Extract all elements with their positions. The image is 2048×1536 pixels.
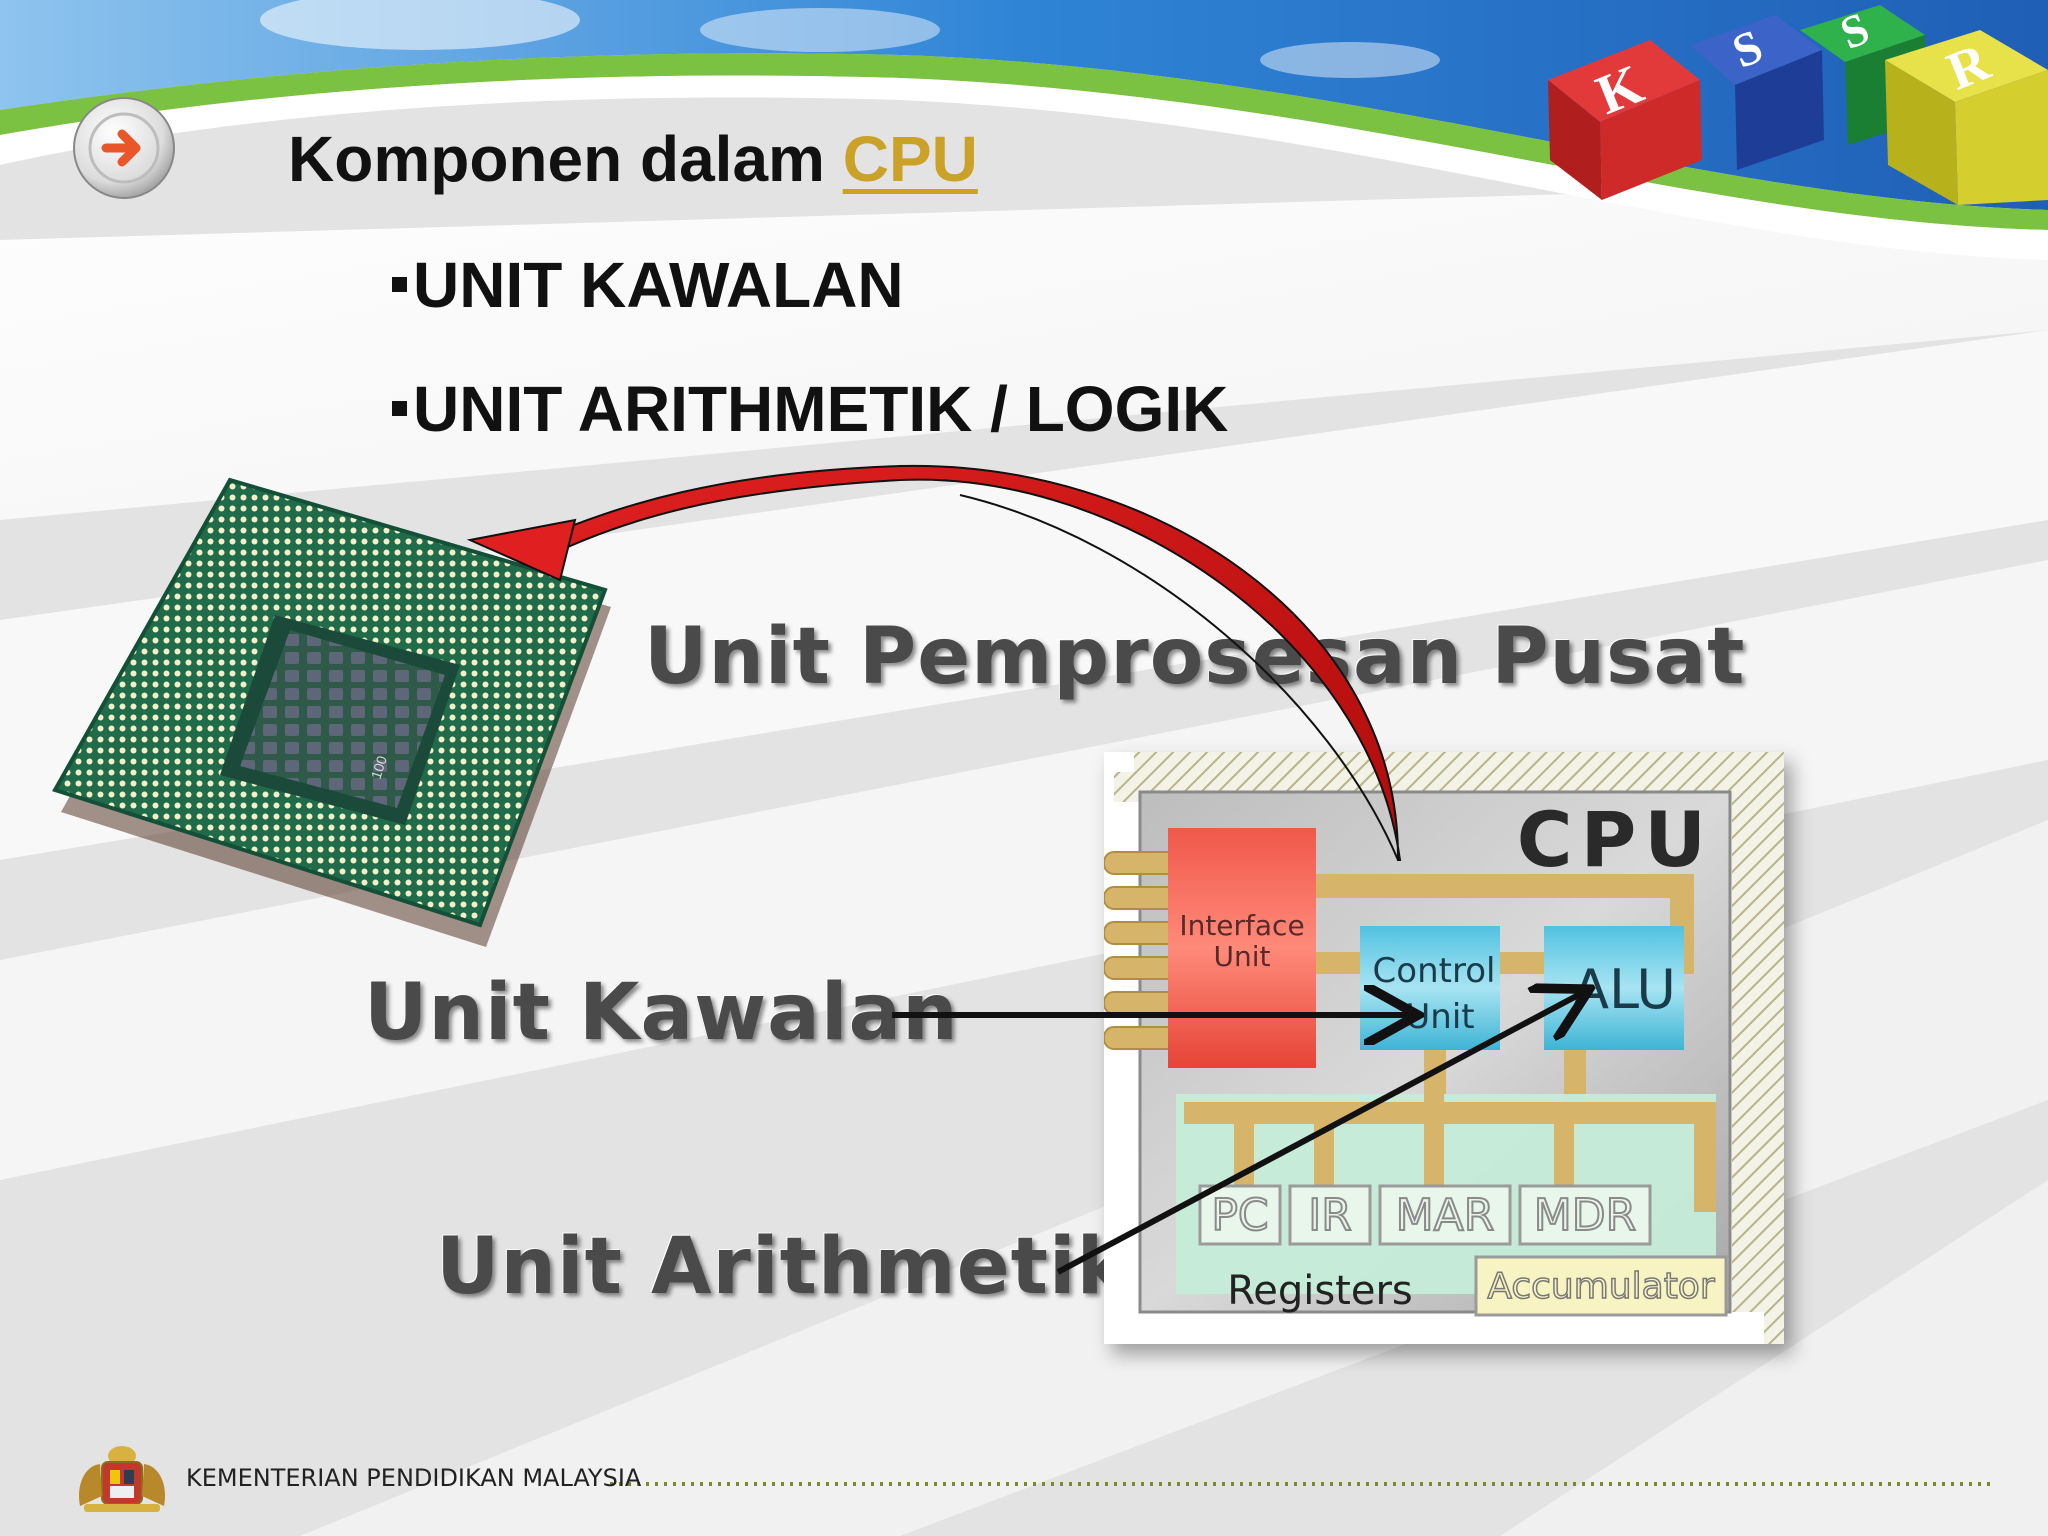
footer-organization: KEMENTERIAN PENDIDIKAN MALAYSIA	[186, 1464, 642, 1492]
bullet-marker	[392, 400, 407, 416]
kssr-logo: K S S R	[1548, 2, 2048, 205]
registers-label: Registers	[1227, 1268, 1413, 1314]
cpu-diagram: Interface Unit Control Unit ALU CPU PC I…	[1103, 752, 1784, 1344]
bullet-text: UNIT ARITHMETIK / LOGIK	[413, 373, 1229, 445]
register-ir: IR	[1308, 1190, 1352, 1241]
cpu-diagram-graphic: Interface Unit Control Unit ALU CPU PC I…	[1103, 752, 1784, 1344]
bullet-marker	[392, 276, 407, 292]
cpu-link[interactable]: CPU	[842, 123, 978, 195]
slide-title: Komponen dalam CPU	[288, 122, 978, 196]
label-unit-kawalan: Unit Kawalan	[364, 968, 959, 1058]
label-unit-arithmetik: Unit Arithmetik	[436, 1222, 1130, 1312]
cpu-chip-image: 100	[52, 477, 611, 947]
cpu-heading: CPU	[1517, 795, 1714, 884]
bullet-item-unit-arithmetik-logik: UNIT ARITHMETIK / LOGIK	[392, 372, 1228, 446]
kssr-block-red	[1548, 40, 1702, 200]
chip-marking: 100	[368, 754, 391, 781]
slide-title-prefix: Komponen dalam	[288, 123, 843, 195]
register-pc: PC	[1211, 1190, 1268, 1241]
label-unit-pemprosesan-pusat: Unit Pemprosesan Pusat	[644, 612, 1746, 702]
alu-label: ALU	[1572, 958, 1676, 1021]
crest-icon	[78, 1446, 166, 1512]
control-unit-line1: Control	[1373, 951, 1496, 991]
bullet-item-unit-kawalan: UNIT KAWALAN	[392, 248, 904, 322]
kssr-block-blue	[1690, 15, 1824, 170]
arrow-right-icon	[73, 97, 175, 199]
kssr-block-yellow	[1885, 30, 2048, 205]
next-slide-button[interactable]	[72, 96, 176, 200]
accumulator-label: Accumulator	[1487, 1266, 1714, 1307]
control-unit-line2: Unit	[1405, 997, 1474, 1037]
register-mar: MAR	[1396, 1190, 1495, 1241]
register-mdr: MDR	[1534, 1190, 1636, 1241]
interface-unit-line1: Interface	[1179, 909, 1304, 942]
interface-unit-line2: Unit	[1214, 940, 1271, 973]
bullet-text: UNIT KAWALAN	[413, 249, 904, 321]
